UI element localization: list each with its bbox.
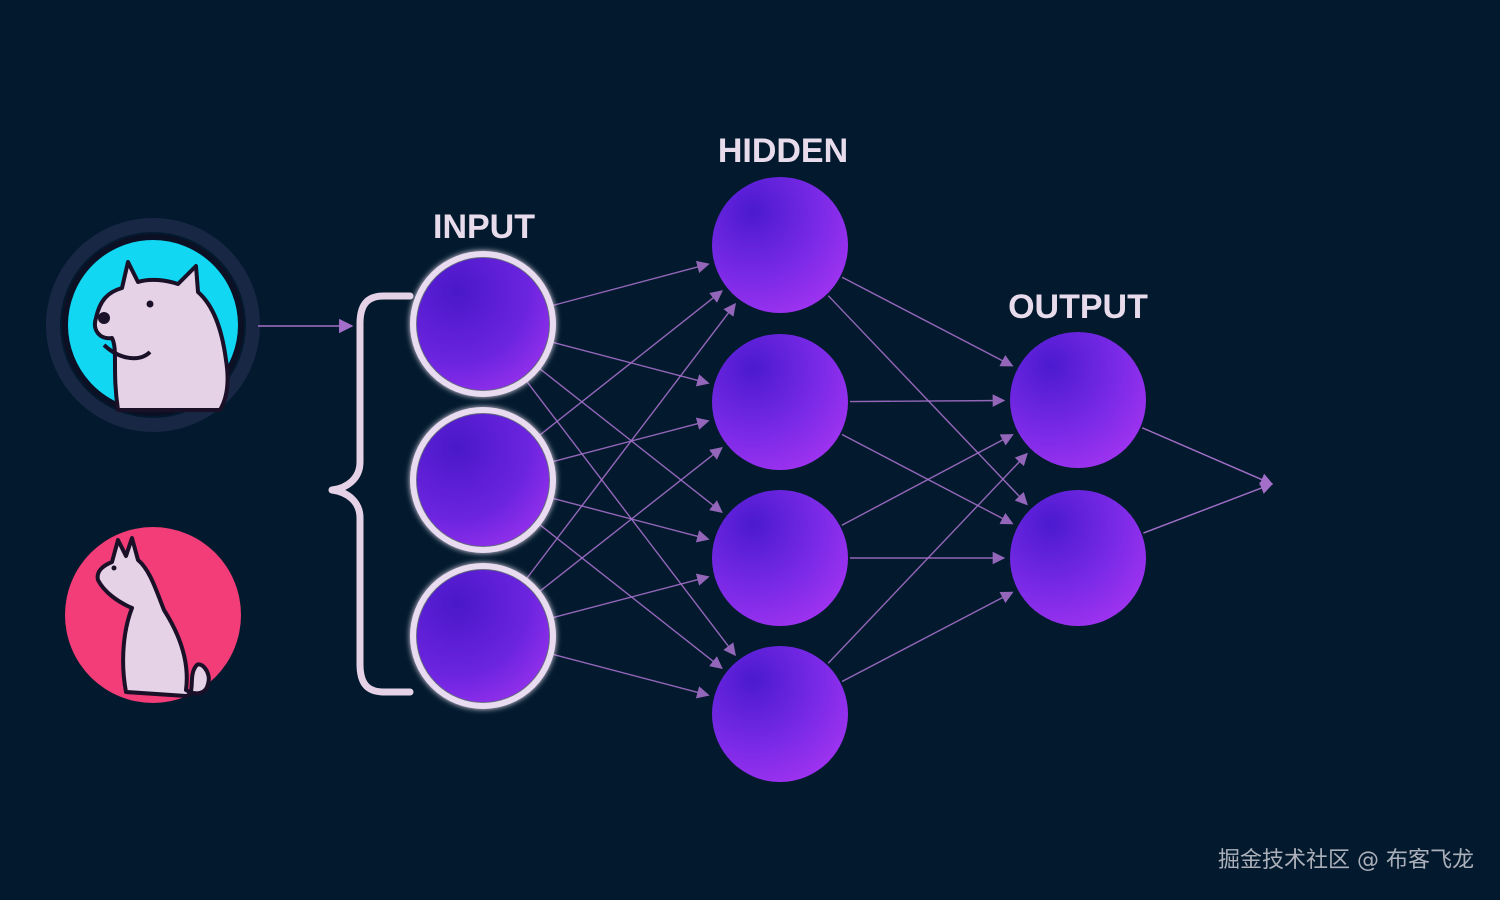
cat-icon: [95, 536, 211, 698]
hidden-node: [712, 334, 848, 470]
cat-example: [65, 527, 241, 703]
input-brace: [328, 292, 414, 696]
edge-input-hidden: [550, 573, 710, 619]
edge-input-hidden: [550, 497, 710, 543]
edge-input-hidden: [550, 417, 710, 463]
connection-edges: [524, 260, 1274, 699]
edge-hidden-output: [827, 295, 1028, 506]
edge-output-result: [1143, 482, 1274, 534]
input-node: [410, 407, 556, 553]
dog-icon: [93, 260, 230, 412]
edge-hidden-output: [849, 394, 1006, 407]
input-node: [410, 563, 556, 709]
network-nodes: [410, 177, 1146, 782]
dog-example: [46, 218, 260, 432]
edge-input-hidden: [524, 302, 737, 581]
input-layer-label: INPUT: [433, 208, 535, 246]
watermark-text: 掘金技术社区 @ 布客飞龙: [1218, 848, 1474, 873]
output-layer-label: OUTPUT: [1008, 288, 1148, 326]
edge-hidden-output: [841, 591, 1014, 683]
hidden-layer-label: HIDDEN: [718, 132, 848, 170]
edge-input-hidden: [537, 290, 723, 438]
edge-hidden-output: [841, 276, 1014, 367]
hidden-node: [712, 646, 848, 782]
edge-hidden-output: [841, 434, 1014, 526]
input-node: [410, 251, 556, 397]
hidden-node: [712, 177, 848, 313]
edge-hidden-output: [841, 433, 1014, 525]
edge-hidden-output: [827, 452, 1028, 664]
edge-input-hidden: [550, 341, 710, 387]
edge-input-hidden: [524, 379, 736, 657]
hidden-node: [712, 490, 848, 626]
edge-input-hidden: [537, 447, 723, 594]
edge-input-hidden: [537, 522, 723, 669]
edge-input-hidden: [550, 260, 710, 307]
edge-output-result: [1141, 427, 1274, 486]
edge-input-hidden: [550, 653, 710, 699]
output-node: [1010, 332, 1146, 468]
edge-input-hidden: [537, 366, 723, 513]
output-node: [1010, 490, 1146, 626]
